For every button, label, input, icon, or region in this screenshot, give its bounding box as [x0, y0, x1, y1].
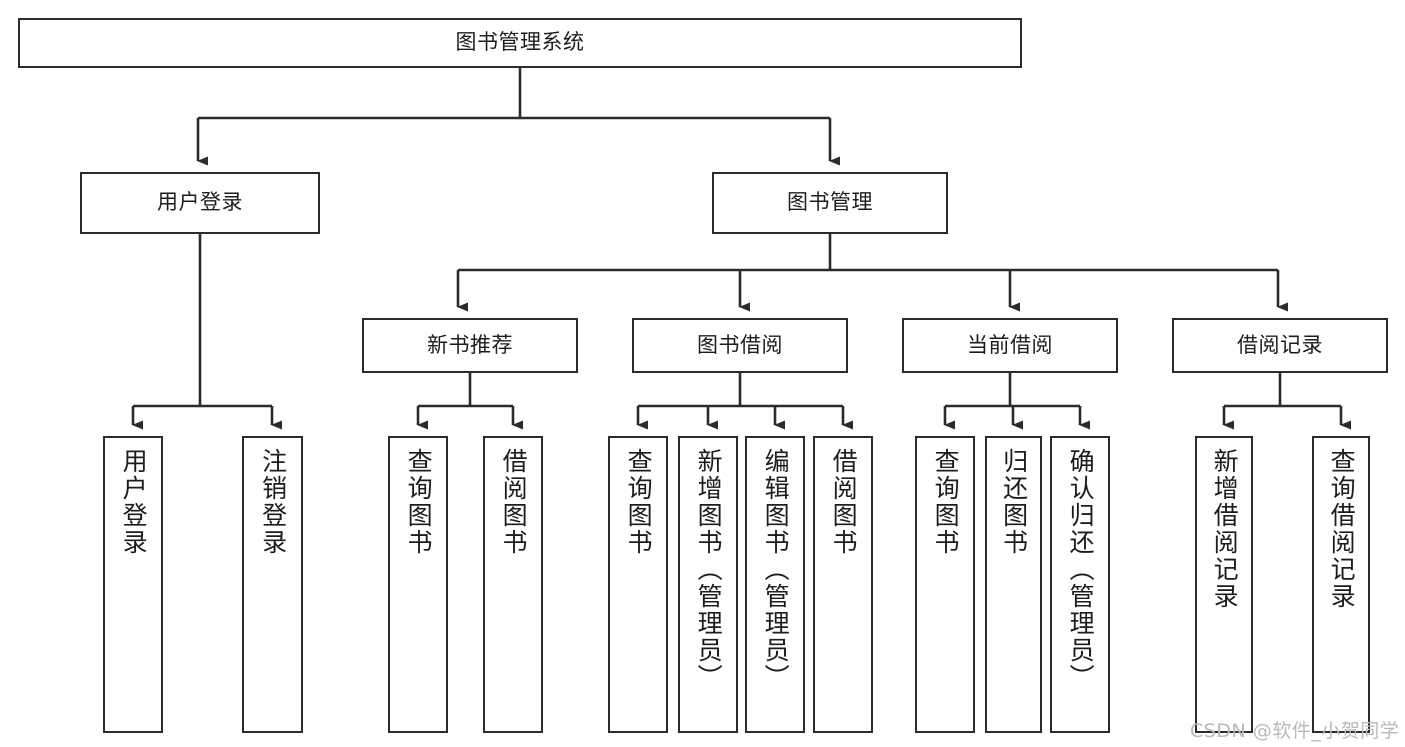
node-book-management-label: 图书管理 — [787, 190, 873, 215]
node-book-management[interactable]: 图书管理 — [712, 172, 948, 234]
node-current-borrow[interactable]: 当前借阅 — [902, 318, 1118, 373]
node-leaf-edit-book-admin[interactable]: 编辑图书（管理员） — [745, 436, 805, 733]
node-borrow-record[interactable]: 借阅记录 — [1172, 318, 1388, 373]
node-leaf-confirm-return-admin-label: 确认归还（管理员） — [1066, 448, 1096, 691]
node-leaf-return-book-label: 归还图书 — [999, 448, 1029, 556]
node-leaf-return-book[interactable]: 归还图书 — [985, 436, 1042, 733]
node-leaf-query-borrow-record-label: 查询借阅记录 — [1327, 448, 1357, 610]
node-leaf-query-book-rec-label: 查询图书 — [404, 448, 434, 556]
node-leaf-add-book-admin-label: 新增图书（管理员） — [694, 448, 724, 691]
node-leaf-query-book-borrow[interactable]: 查询图书 — [608, 436, 668, 733]
node-root-label: 图书管理系统 — [455, 30, 585, 55]
node-leaf-edit-book-admin-label: 编辑图书（管理员） — [761, 448, 791, 691]
node-leaf-add-book-admin[interactable]: 新增图书（管理员） — [678, 436, 738, 733]
node-book-borrow-label: 图书借阅 — [697, 332, 783, 357]
node-user-login-label: 用户登录 — [157, 190, 243, 215]
node-book-borrow[interactable]: 图书借阅 — [632, 318, 848, 373]
node-user-login[interactable]: 用户登录 — [80, 172, 320, 234]
node-leaf-borrow-book-rec[interactable]: 借阅图书 — [483, 436, 543, 733]
node-leaf-query-book-rec[interactable]: 查询图书 — [388, 436, 448, 733]
node-leaf-query-borrow-record[interactable]: 查询借阅记录 — [1312, 436, 1370, 733]
node-leaf-user-login-label: 用户登录 — [119, 448, 149, 556]
node-leaf-user-login[interactable]: 用户登录 — [103, 436, 163, 733]
node-borrow-record-label: 借阅记录 — [1237, 332, 1323, 357]
node-leaf-add-borrow-record[interactable]: 新增借阅记录 — [1195, 436, 1253, 733]
node-current-borrow-label: 当前借阅 — [967, 332, 1053, 357]
node-leaf-logout[interactable]: 注销登录 — [242, 436, 303, 733]
node-root[interactable]: 图书管理系统 — [18, 18, 1022, 68]
node-leaf-logout-label: 注销登录 — [258, 448, 288, 556]
node-leaf-query-book-current[interactable]: 查询图书 — [915, 436, 975, 733]
node-new-book-recommend[interactable]: 新书推荐 — [362, 318, 578, 373]
node-leaf-borrow-book[interactable]: 借阅图书 — [813, 436, 873, 733]
node-leaf-borrow-book-rec-label: 借阅图书 — [499, 448, 529, 556]
node-new-book-recommend-label: 新书推荐 — [427, 332, 513, 357]
node-leaf-query-book-current-label: 查询图书 — [931, 448, 961, 556]
node-leaf-add-borrow-record-label: 新增借阅记录 — [1210, 448, 1240, 610]
node-leaf-confirm-return-admin[interactable]: 确认归还（管理员） — [1050, 436, 1110, 733]
node-leaf-query-book-borrow-label: 查询图书 — [624, 448, 654, 556]
node-leaf-borrow-book-label: 借阅图书 — [829, 448, 859, 556]
